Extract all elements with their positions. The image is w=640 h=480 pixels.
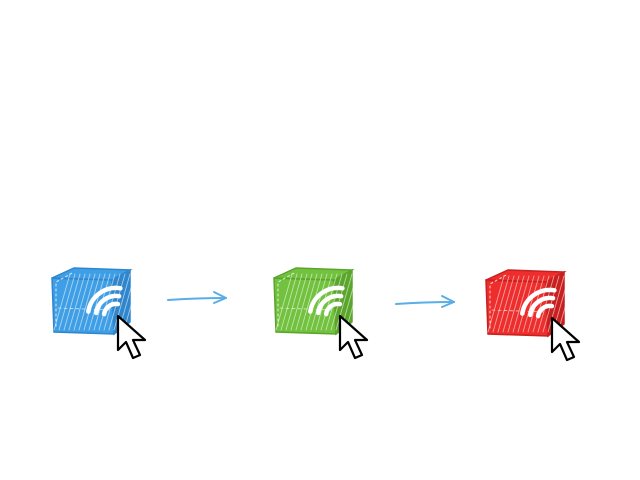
step-3-cube-click-icon [485,269,581,362]
connector-2-arrow-right-icon [395,295,455,308]
mouse-cursor-icon [550,316,581,362]
signal-waves-icon [520,287,557,319]
cube-hatching [53,273,146,331]
step-2-cube-click-icon [273,267,369,360]
signal-waves-icon [86,285,123,317]
mouse-cursor-icon [338,314,369,360]
steps [51,267,581,362]
connectors [167,291,455,308]
signal-waves-icon [308,285,345,317]
connector-1-arrow-right-icon [167,291,227,304]
mouse-cursor-icon [116,314,147,360]
step-1-cube-click-icon [51,267,147,360]
